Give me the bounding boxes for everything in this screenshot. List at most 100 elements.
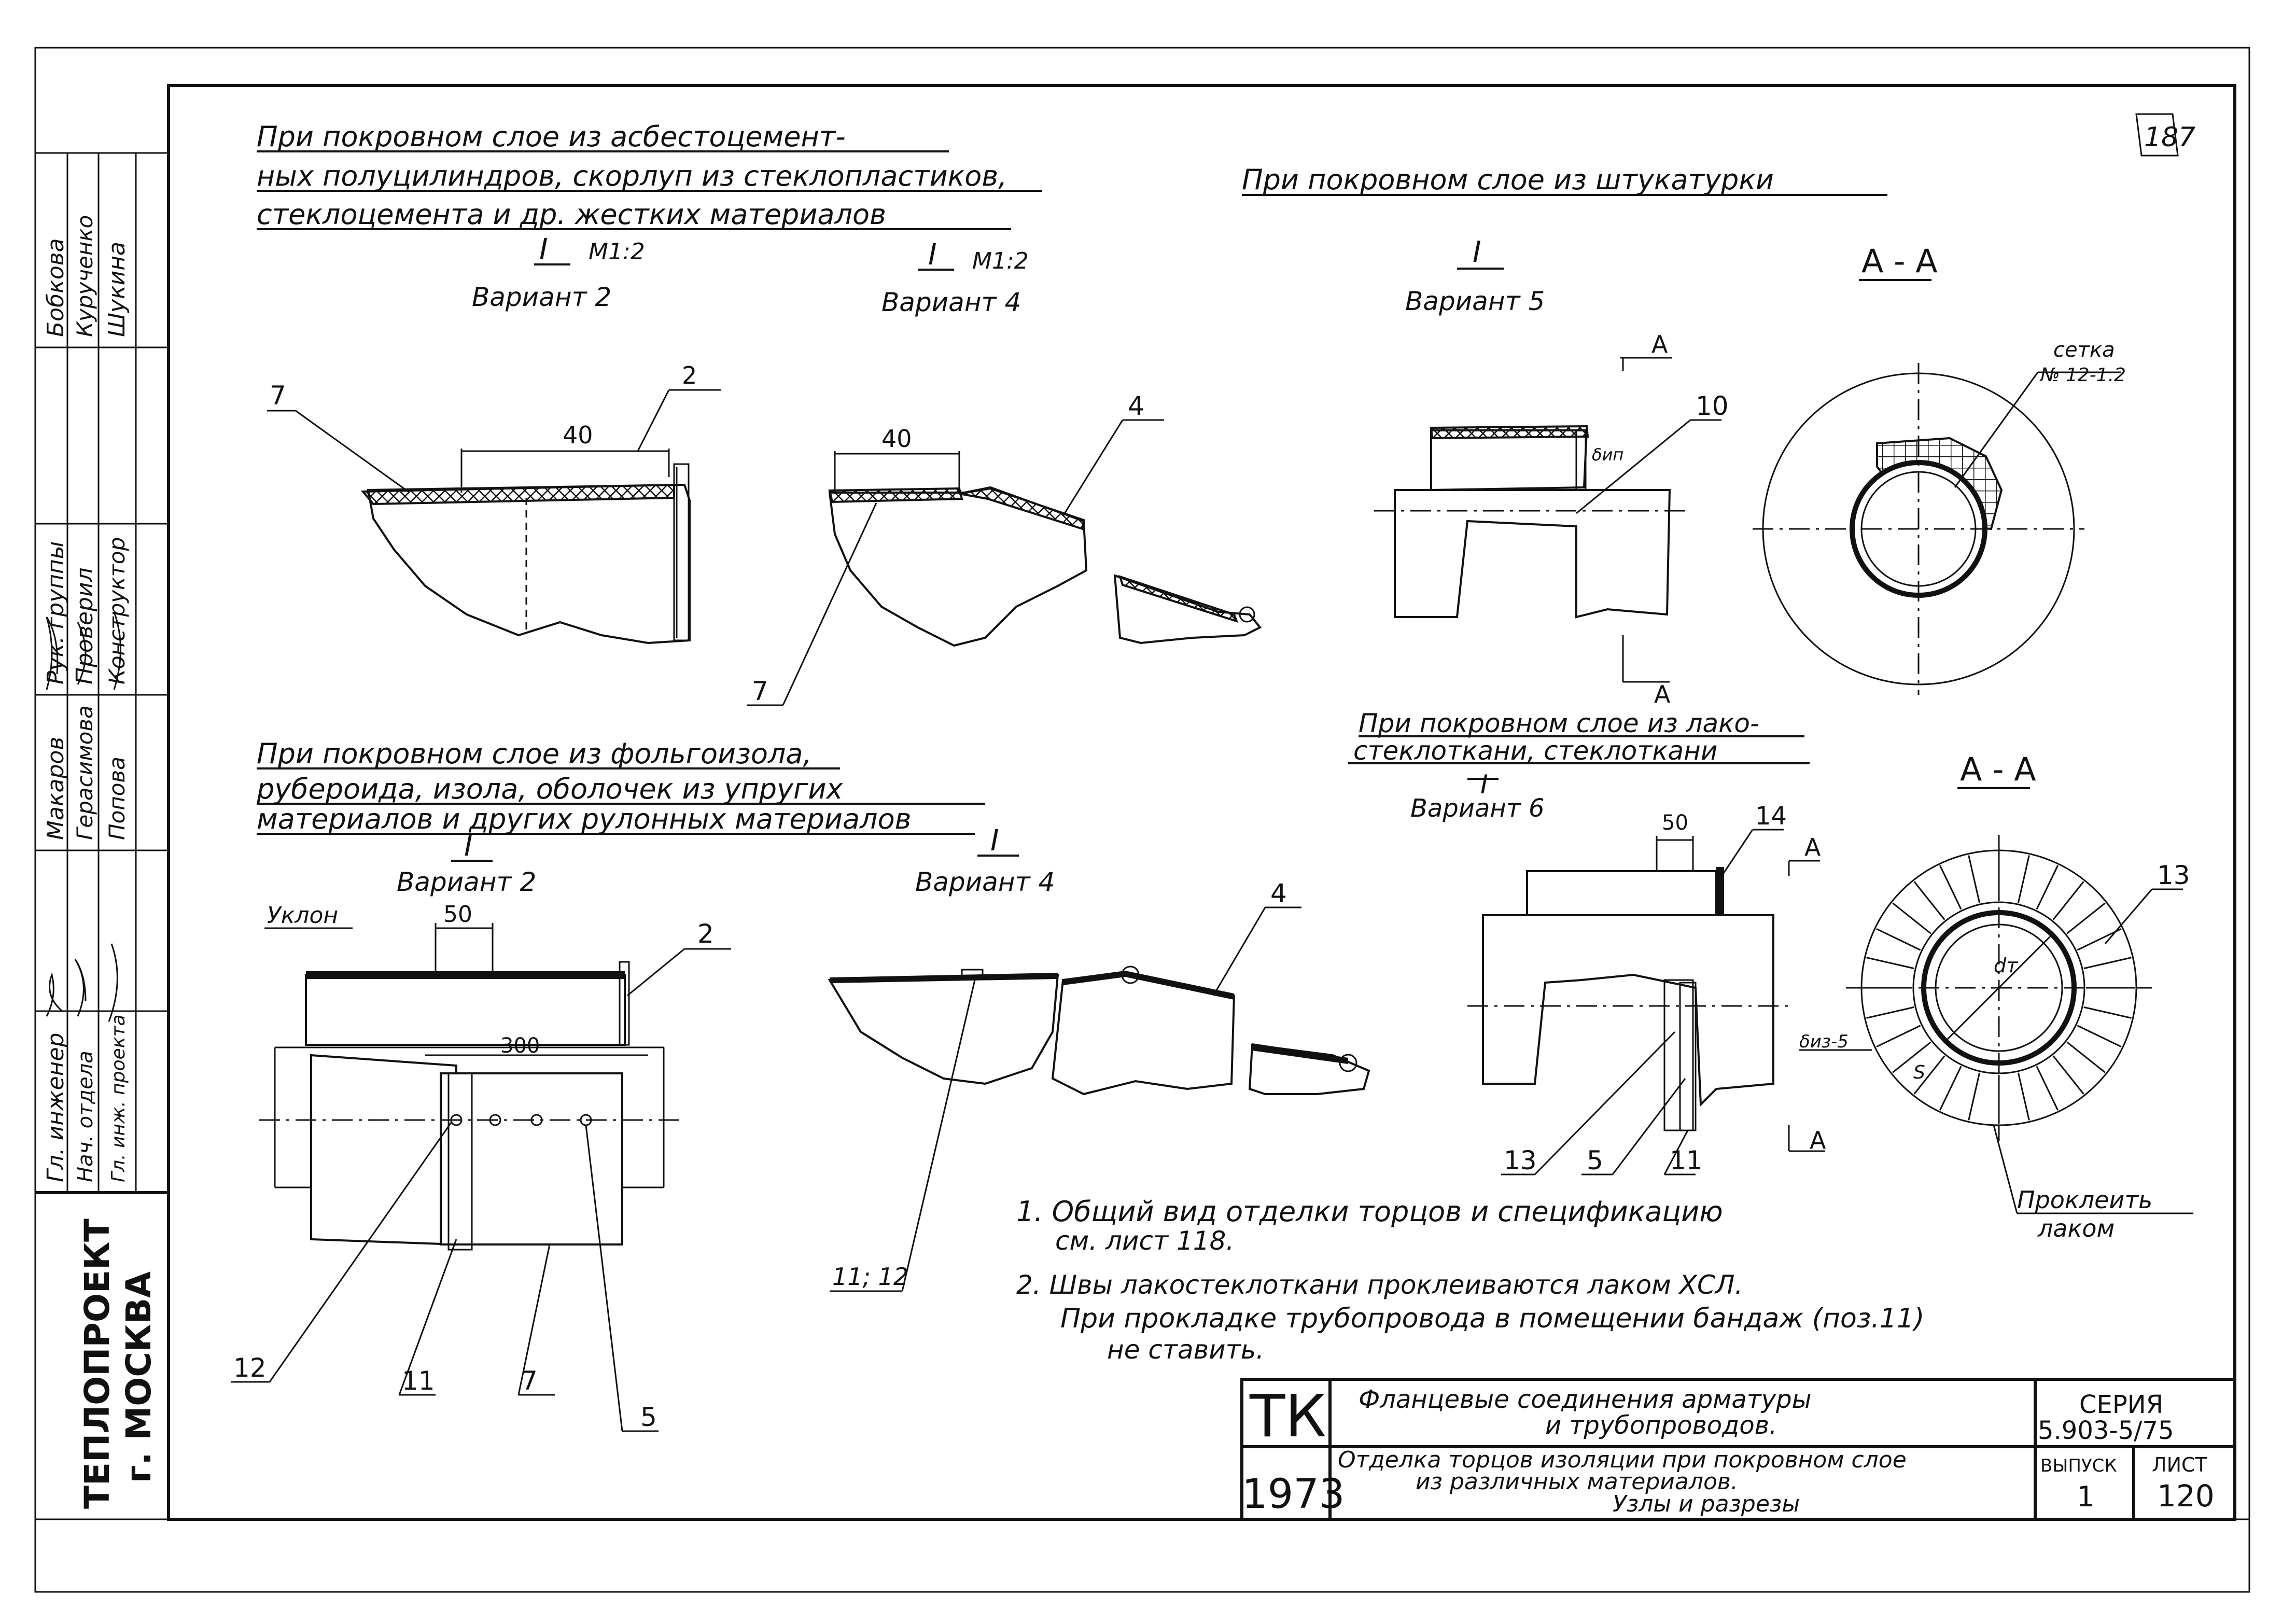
delta-bottom: δиз-5 xyxy=(1799,1031,1849,1052)
title-block: ТК 1973 Фланцевые соединения арматуры и … xyxy=(1240,1378,2236,1521)
note-1b: см. лист 118. xyxy=(1055,1226,1234,1256)
org-city: г. МОСКВА xyxy=(119,1271,159,1483)
section-spoke xyxy=(2017,855,2030,903)
callout-13-b: 13 xyxy=(2157,860,2190,890)
section-arrow-a-1: А xyxy=(1651,330,1668,358)
heading-roll-3: материалов и других рулонных материалов xyxy=(257,803,911,835)
section-spoke xyxy=(2052,1055,2084,1095)
section-top-label: А - А xyxy=(1861,242,1938,280)
callout-11-b: 11 xyxy=(1670,1145,1703,1176)
section-spoke xyxy=(1939,865,1962,910)
section-spoke xyxy=(2066,902,2106,934)
stamp-name-2: Герасимова xyxy=(72,705,97,840)
variant-v2-top: Вариант 2 xyxy=(472,282,611,312)
section-spoke xyxy=(1913,881,1945,920)
variant-v5: Вариант 5 xyxy=(1405,286,1545,316)
title-line-1: Фланцевые соединения арматуры xyxy=(1359,1385,1812,1414)
stamp-name-4: Бобкова xyxy=(43,238,69,337)
issue-value: 1 xyxy=(2077,1480,2094,1513)
callout-4-a: 4 xyxy=(1128,391,1144,421)
stamp-role-3: Гл. инж. проекта xyxy=(108,1014,129,1182)
section-spoke xyxy=(2066,1041,2106,1073)
sheet-value: 120 xyxy=(2157,1478,2215,1514)
dim-300: 300 xyxy=(500,1034,540,1058)
section-spoke xyxy=(2036,865,2059,910)
section-spoke xyxy=(1939,1066,1962,1111)
mark-v2-bottom: I xyxy=(464,829,473,863)
section-spoke xyxy=(1866,1006,1914,1019)
scale-v2-top: М1:2 xyxy=(589,239,645,265)
callout-11-a: 11 xyxy=(402,1366,435,1396)
callout-4-b: 4 xyxy=(1270,878,1287,908)
org-name: ТЕПЛОПРОЕКТ xyxy=(77,1219,117,1509)
variant-v6: Вариант 6 xyxy=(1410,794,1545,823)
stamp-role-2: Нач. отдела xyxy=(74,1051,97,1182)
variant-v4-bottom: Вариант 4 xyxy=(915,867,1055,897)
section-spoke xyxy=(2083,1006,2132,1019)
section-a-top: сетка № 12-1.2 xyxy=(1753,338,2126,695)
signature-marks xyxy=(46,943,118,1022)
callout-13-a: 13 xyxy=(1504,1145,1537,1176)
detail-v5: А А δип 10 xyxy=(1374,330,1729,708)
mesh-label-2: № 12-1.2 xyxy=(2039,365,2126,386)
callout-11-12: 11; 12 xyxy=(832,1263,908,1291)
heading-roll-2: рубероида, изола, оболочек из упругих xyxy=(256,773,843,805)
section-spoke xyxy=(1866,957,1914,970)
stamp-role-6: Конструктор xyxy=(104,537,130,684)
callout-2-a: 2 xyxy=(682,361,697,389)
mark-v4-top: I xyxy=(928,238,937,272)
dim-50-a: 50 xyxy=(443,901,472,928)
stamp-role-4: Рук. группы xyxy=(43,541,69,684)
section-spoke xyxy=(2077,1025,2122,1048)
callout-7-a: 7 xyxy=(270,381,286,411)
section-spoke xyxy=(2036,1066,2059,1111)
heading-plaster: При покровном слое из штукатурки xyxy=(1242,163,1774,196)
subtitle-line-1: Отделка торцов изоляции при покровном сл… xyxy=(1338,1447,1907,1473)
section-bottom-label: А - А xyxy=(1960,750,2036,788)
stamp-name-1: Макаров xyxy=(43,737,69,840)
detail-v2-bottom: 50 300 Уклон 2 12 11 7 5 xyxy=(231,901,731,1432)
callout-10: 10 xyxy=(1696,391,1729,421)
subtitle-line-2: из различных материалов. xyxy=(1416,1468,1738,1495)
series-label: СЕРИЯ xyxy=(2079,1390,2163,1419)
dim-50-b: 50 xyxy=(1662,811,1688,835)
glue-label-1: Проклеить xyxy=(2017,1186,2152,1214)
issue-label: ВЫПУСК xyxy=(2040,1456,2117,1476)
side-stamp: Гл. инженер Нач. отдела Гл. инж. проекта… xyxy=(34,152,170,1520)
mark-v2-top: I xyxy=(539,233,548,267)
heading-lako-1: При покровном слое из лако- xyxy=(1359,708,1759,738)
detail-v4-top: 40 4 7 xyxy=(747,391,1262,706)
section-spoke xyxy=(2083,957,2132,970)
heading-rigid-2: ных полуцилиндров, скорлуп из стеклоплас… xyxy=(257,160,1007,192)
title-line-2: и трубопроводов. xyxy=(1545,1411,1777,1440)
series-value: 5.903-5/75 xyxy=(2038,1416,2174,1445)
section-spoke xyxy=(1913,1055,1945,1095)
variant-v4-top: Вариант 4 xyxy=(881,287,1021,317)
section-a-bottom: dт S δиз-5 13 Проклеить лаком xyxy=(1799,835,2193,1242)
thickness-s: S xyxy=(1913,1062,1925,1083)
note-2b: При прокладке трубопровода в помещении б… xyxy=(1060,1303,1924,1334)
note-2c: не ставить. xyxy=(1107,1335,1264,1365)
subtitle-line-3: Узлы и разрезы xyxy=(1613,1491,1800,1517)
year-label: 1973 xyxy=(1242,1471,1345,1518)
detail-v4-bottom: 4 11; 12 xyxy=(828,878,1370,1292)
callout-5-b: 5 xyxy=(1587,1145,1603,1176)
slope-label: Уклон xyxy=(267,902,338,929)
callout-12: 12 xyxy=(233,1353,267,1383)
dim-40-a: 40 xyxy=(563,421,593,449)
note-1a: 1. Общий вид отделки торцов и спецификац… xyxy=(1016,1195,1723,1228)
detail-v2-top: 40 7 2 xyxy=(267,361,721,645)
section-arrow-a-4: А xyxy=(1810,1126,1826,1154)
heading-rigid-1: При покровном слое из асбестоцемент- xyxy=(257,120,846,153)
mark-v6: I xyxy=(1480,769,1488,800)
glue-label-2: лаком xyxy=(2037,1214,2115,1242)
section-spoke xyxy=(1876,928,1921,951)
section-spoke xyxy=(1876,1025,1921,1048)
callout-2-b: 2 xyxy=(697,919,714,949)
section-spoke xyxy=(1968,1072,1981,1121)
heading-roll-1: При покровном слое из фольгоизола, xyxy=(257,737,812,770)
callout-5-a: 5 xyxy=(640,1402,657,1432)
callout-14: 14 xyxy=(1755,802,1787,831)
variant-v2-bottom: Вариант 2 xyxy=(397,867,536,897)
